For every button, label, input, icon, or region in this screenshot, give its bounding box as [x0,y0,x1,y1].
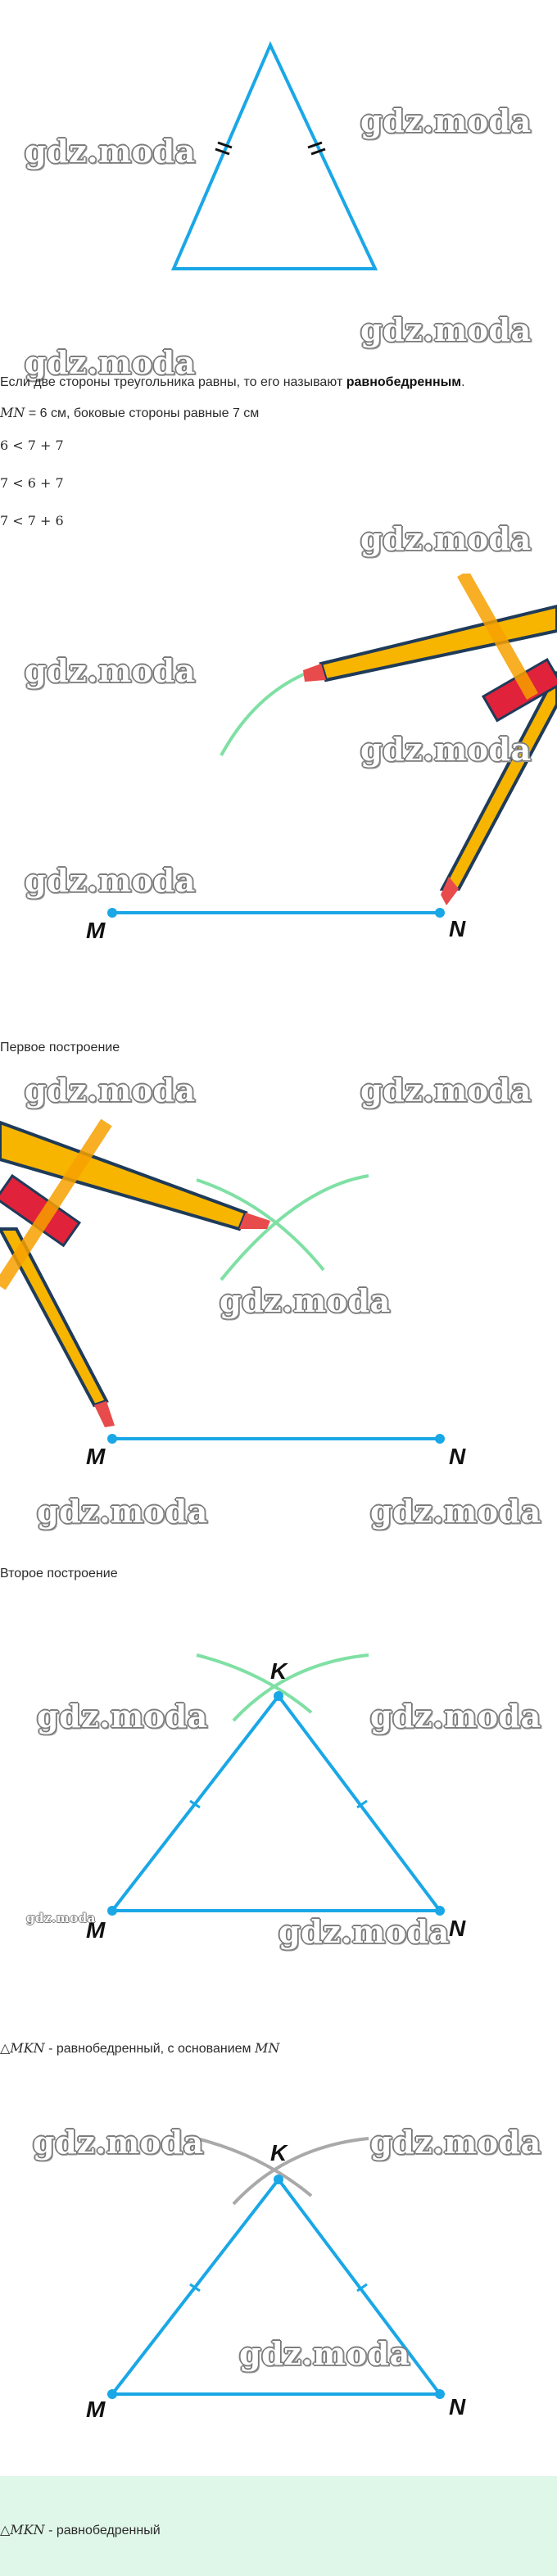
compass-icon [303,574,557,905]
given-segment: MN [0,405,25,420]
point-label-n: N [449,2394,466,2420]
watermark: gdz.moda [360,311,532,348]
inequality-3: 7 < 7 + 6 [0,513,64,528]
point-label-k: K [270,2140,288,2166]
caption-second-construction: Второе построение [0,1567,118,1581]
watermark: gdz.moda [360,731,532,768]
point-label-k: K [270,1658,288,1684]
point-label-n: N [449,1916,466,1941]
watermark: gdz.moda [25,133,196,170]
result-text: - равнобедренный [44,2524,161,2537]
watermark: gdz.moda [239,2335,410,2372]
compass-from-n-figure [107,574,557,918]
given-line: MN = 6 см, боковые стороны равные 7 см [0,405,259,421]
watermark: gdz.moda [360,102,532,139]
compass-from-m-figure [0,1118,445,1444]
watermark: gdz.moda [25,344,196,381]
compass-icon [0,1118,270,1427]
watermark: gdz.moda [278,1913,450,1950]
watermark: gdz.moda [25,1072,196,1109]
triangle-name: △MKN [0,2040,45,2056]
result-line-2: △MKN - равнобедренный [0,2522,161,2538]
inequality-1: 6 < 7 + 7 [0,438,64,453]
watermark: gdz.moda [26,1911,96,1925]
inequality-2: 7 < 6 + 7 [0,475,64,491]
point-label-m: M [86,1917,106,1943]
watermark: gdz.moda [370,1493,541,1530]
result-line-1: △MKN - равнобедренный, с основанием MN [0,2040,279,2057]
triangle-mkn-final-figure [107,2137,445,2399]
given-text: = 6 см, боковые стороны равные 7 см [25,406,260,420]
watermark: gdz.moda [37,1493,208,1530]
point-label-n: N [449,916,466,941]
definition-term: равнобедренным [346,375,462,389]
triangle-mkn-figure [107,1653,445,1916]
watermark: gdz.moda [25,652,196,689]
point-label-n: N [449,1444,466,1469]
result-highlight [0,2476,557,2576]
point-label-m: M [86,2397,106,2422]
definition-line: Если две стороны треугольника равны, то … [0,375,465,390]
watermark: gdz.moda [360,520,532,557]
definition-end: . [461,375,465,389]
watermark: gdz.moda [37,1698,208,1735]
watermark: gdz.moda [360,1072,532,1109]
definition-text: Если две стороны треугольника равны, то … [0,375,346,389]
point-label-m: M [86,1444,106,1469]
result-text: - равнобедренный, с основанием [44,2042,255,2056]
caption-first-construction: Первое построение [0,1041,120,1054]
watermark: gdz.moda [220,1282,391,1319]
base-name: MN [254,2040,280,2056]
watermark: gdz.moda [33,2124,204,2161]
watermark: gdz.moda [25,862,196,899]
triangle-name: △MKN [0,2522,45,2537]
point-label-m: M [86,918,106,943]
isosceles-triangle-figure [170,41,378,270]
watermark: gdz.moda [370,1698,541,1735]
watermark: gdz.moda [370,2124,541,2161]
